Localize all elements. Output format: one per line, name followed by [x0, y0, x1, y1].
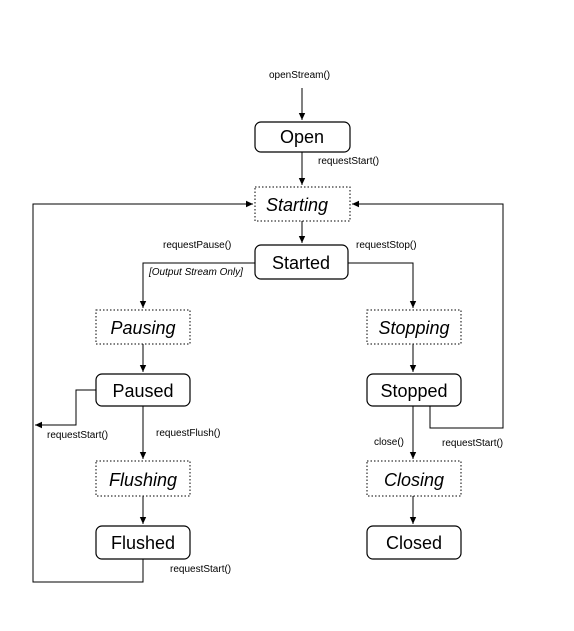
edge-paused-to-starting: [35, 389, 96, 429]
edge-started-to-pausing: [139, 262, 255, 308]
edge-started-to-stopping: [348, 262, 417, 308]
edge-flushed-to-starting: [32, 200, 253, 583]
label-request-start-open: requestStart(): [318, 156, 379, 167]
edge-stopped-to-starting: [352, 200, 504, 429]
label-request-flush: requestFlush(): [156, 428, 220, 439]
state-paused-label: Paused: [112, 381, 173, 401]
state-starting-label: Starting: [266, 195, 328, 215]
label-request-start-flushed: requestStart(): [170, 564, 231, 575]
state-flushing-label: Flushing: [109, 470, 177, 490]
label-request-start-stopped: requestStart(): [442, 438, 503, 449]
state-open-label: Open: [280, 127, 324, 147]
state-stopping: Stopping: [366, 309, 462, 345]
state-stopped: Stopped: [366, 373, 462, 407]
edges: [32, 88, 504, 583]
label-request-start-paused: requestStart(): [47, 430, 108, 441]
state-stopping-label: Stopping: [378, 318, 449, 338]
state-pausing: Pausing: [95, 309, 191, 345]
state-paused: Paused: [95, 373, 191, 407]
state-flushing: Flushing: [95, 460, 191, 497]
label-open-stream: openStream(): [269, 70, 330, 81]
state-stopped-label: Stopped: [380, 381, 447, 401]
label-close: close(): [374, 437, 404, 448]
label-request-pause: requestPause(): [163, 240, 231, 251]
state-flushed: Flushed: [95, 525, 191, 560]
state-started: Started: [254, 244, 349, 280]
state-open: Open: [254, 121, 351, 153]
label-output-only: [Output Stream Only]: [148, 267, 243, 278]
state-closed-label: Closed: [386, 533, 442, 553]
label-request-stop: requestStop(): [356, 240, 417, 251]
state-pausing-label: Pausing: [110, 318, 175, 338]
state-started-label: Started: [272, 253, 330, 273]
state-starting: Starting: [254, 186, 351, 222]
state-flushed-label: Flushed: [111, 533, 175, 553]
state-closed: Closed: [366, 525, 462, 560]
state-closing-label: Closing: [384, 470, 444, 490]
state-closing: Closing: [366, 460, 462, 497]
